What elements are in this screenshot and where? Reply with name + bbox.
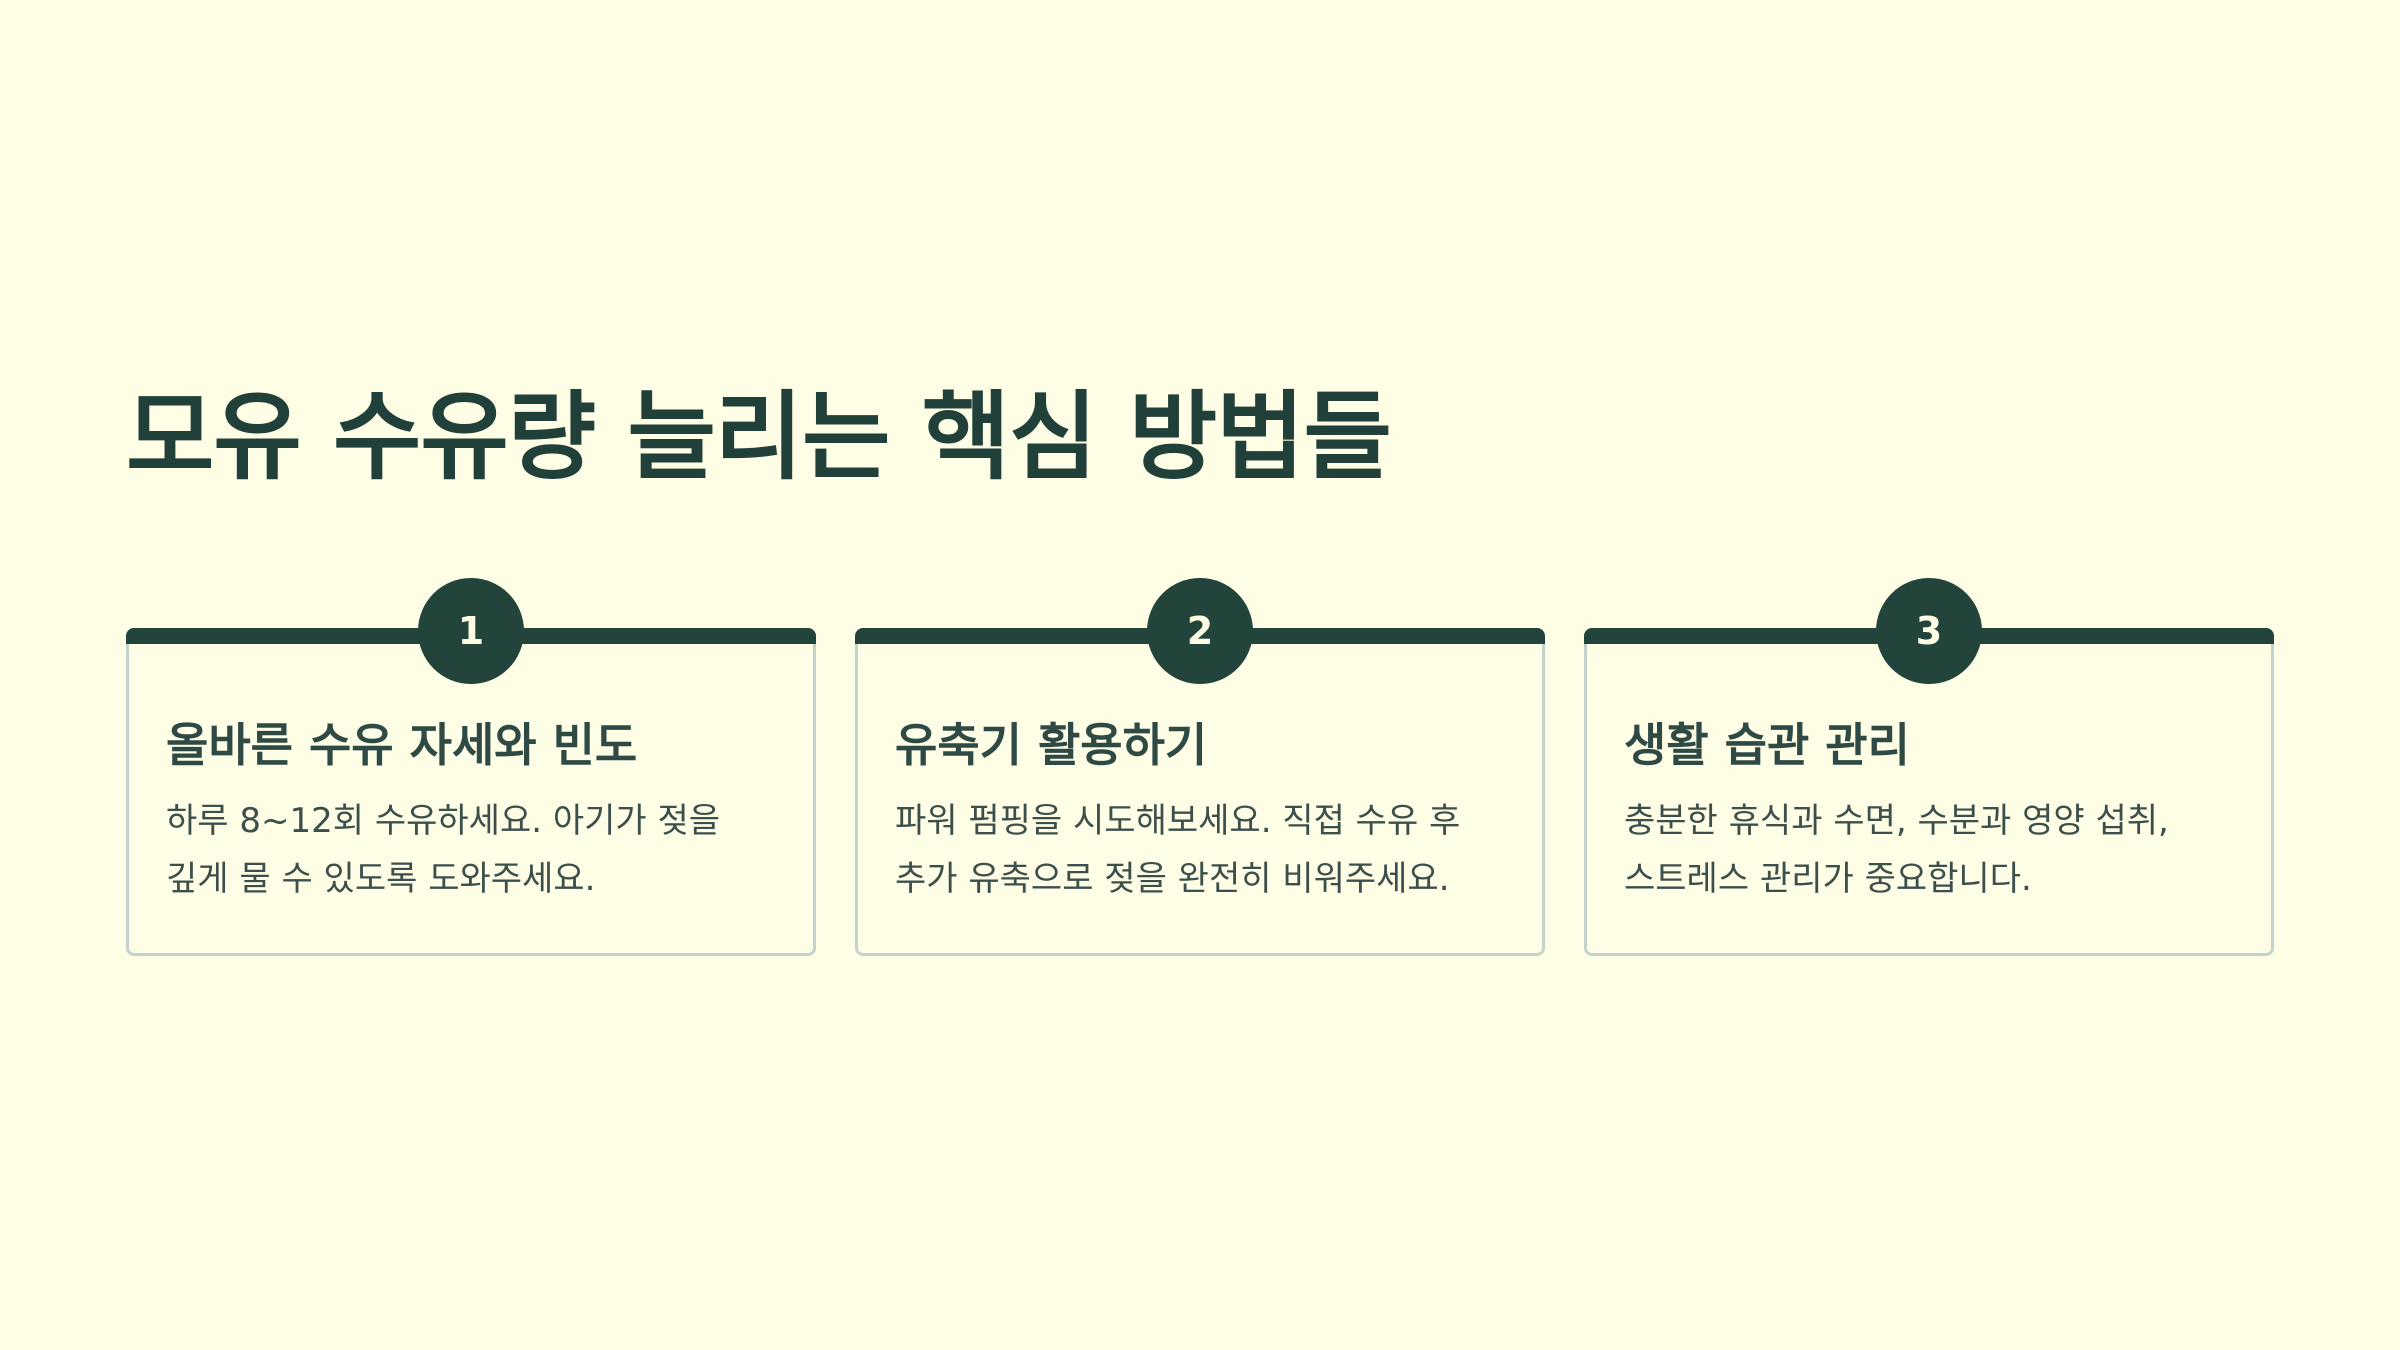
step-number-badge: 2	[1147, 578, 1253, 684]
card-title: 유축기 활용하기	[895, 718, 1208, 772]
method-card-3: 3 생활 습관 관리 충분한 휴식과 수면, 수분과 영양 섭취, 스트레스 관…	[1584, 578, 2274, 958]
card-title: 올바른 수유 자세와 빈도	[166, 718, 638, 772]
card-title: 생활 습관 관리	[1624, 718, 1910, 772]
card-description: 하루 8~12회 수유하세요. 아기가 젖을 깊게 물 수 있도록 도와주세요.	[166, 801, 721, 899]
page-title: 모유 수유량 늘리는 핵심 방법들	[126, 381, 1392, 493]
method-card-2: 2 유축기 활용하기 파워 펌핑을 시도해보세요. 직접 수유 후 추가 유축으…	[855, 578, 1545, 958]
card-description: 충분한 휴식과 수면, 수분과 영양 섭취, 스트레스 관리가 중요합니다.	[1624, 801, 2169, 899]
method-cards: 1 올바른 수유 자세와 빈도 하루 8~12회 수유하세요. 아기가 젖을 깊…	[126, 578, 2274, 958]
card-description: 파워 펌핑을 시도해보세요. 직접 수유 후 추가 유축으로 젖을 완전히 비워…	[895, 801, 1461, 899]
step-number-badge: 1	[418, 578, 524, 684]
step-number-badge: 3	[1876, 578, 1982, 684]
method-card-1: 1 올바른 수유 자세와 빈도 하루 8~12회 수유하세요. 아기가 젖을 깊…	[126, 578, 816, 958]
